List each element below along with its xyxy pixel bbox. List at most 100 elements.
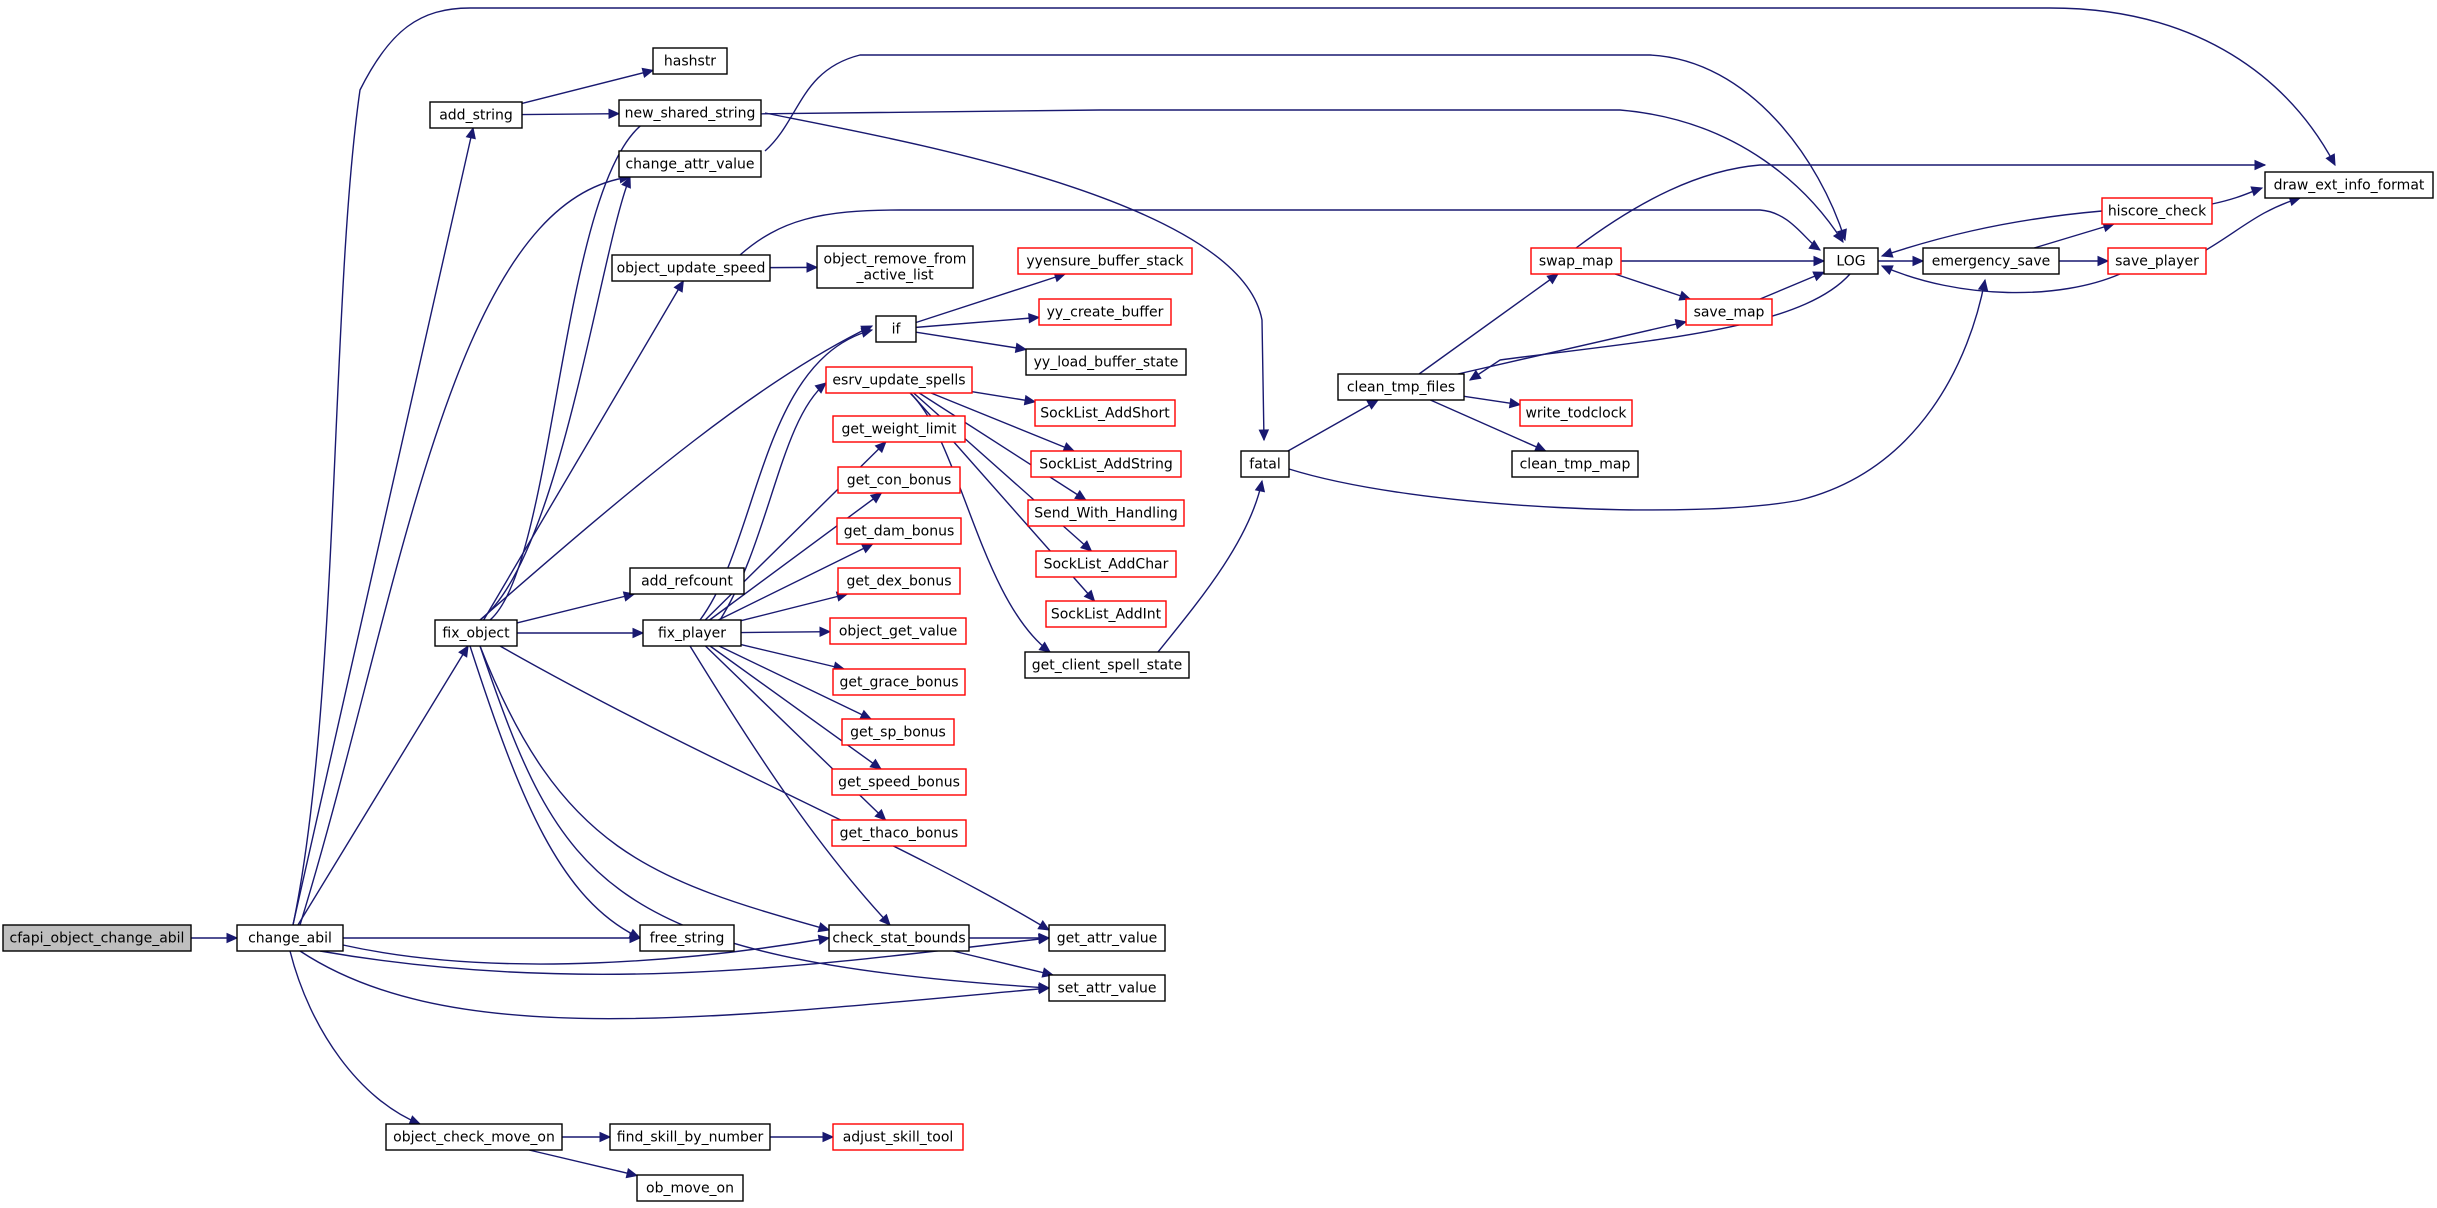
node-label: change_abil [248, 931, 332, 947]
node-clean-tmp-files[interactable]: clean_tmp_files [1337, 373, 1465, 401]
node-label: SockList_AddString [1039, 457, 1173, 473]
node-label: yyensure_buffer_stack [1026, 254, 1184, 270]
node-object-remove-from-active-list[interactable]: object_remove_from_active_list [816, 245, 974, 289]
node-label: esrv_update_spells [832, 373, 965, 389]
edge-save_player-to-LOG [1880, 265, 2121, 294]
node-change-abil[interactable]: change_abil [236, 924, 344, 952]
node-label: get_grace_bonus [839, 675, 958, 691]
node-swap-map[interactable]: swap_map [1530, 247, 1622, 275]
node-label: save_map [1694, 305, 1765, 321]
edge-esrv_update_spells-to-SockList_AddString [930, 392, 1076, 452]
node-esrv-update-spells[interactable]: esrv_update_spells [825, 366, 973, 394]
edge-fix_player-to-get_dex_bonus [740, 591, 849, 622]
node-get-con-bonus[interactable]: get_con_bonus [837, 466, 961, 494]
edge-object_update_speed-to-LOG [739, 209, 1822, 256]
edge-fix_object-to-change_attr_value [479, 175, 631, 621]
node-label: cfapi_object_change_abil [10, 931, 185, 947]
node-label: yy_load_buffer_state [1034, 355, 1179, 371]
node-get-speed-bonus[interactable]: get_speed_bonus [831, 768, 967, 796]
node-hashstr[interactable]: hashstr [652, 47, 728, 75]
node-clean-tmp-map[interactable]: clean_tmp_map [1511, 450, 1639, 478]
node-add-string[interactable]: add_string [429, 101, 523, 129]
node-yy-load-buffer-state[interactable]: yy_load_buffer_state [1025, 348, 1187, 376]
node-get-weight-limit[interactable]: get_weight_limit [832, 415, 966, 443]
edge-LOG-to-clean_tmp_files [1468, 273, 1851, 381]
node-label: SockList_AddChar [1044, 557, 1169, 573]
node-label: ob_move_on [646, 1181, 734, 1197]
node-save-map[interactable]: save_map [1685, 298, 1773, 326]
node-fatal[interactable]: fatal [1240, 450, 1290, 478]
node-label: save_player [2115, 254, 2199, 270]
edge-save_map-to-LOG [1759, 271, 1826, 300]
node-fix-player[interactable]: fix_player [642, 619, 742, 647]
node-write-todclock[interactable]: write_todclock [1519, 399, 1633, 427]
node-find-skill-by-number[interactable]: find_skill_by_number [609, 1123, 771, 1151]
node-label: LOG [1836, 254, 1865, 270]
edge-fix_player-to-get_grace_bonus [740, 643, 846, 672]
node-yy-create-buffer[interactable]: yy_create_buffer [1038, 298, 1172, 326]
edge-fix_object-to-fix_player [517, 627, 645, 639]
node-socklist-addchar[interactable]: SockList_AddChar [1035, 550, 1177, 578]
node-fix-object[interactable]: fix_object [434, 619, 518, 647]
node-get-thaco-bonus[interactable]: get_thaco_bonus [831, 819, 967, 847]
node-label: get_client_spell_state [1032, 658, 1182, 674]
node-label: adjust_skill_tool [843, 1130, 954, 1146]
node-send-with-handling[interactable]: Send_With_Handling [1027, 499, 1185, 527]
node-get-client-spell-state[interactable]: get_client_spell_state [1024, 651, 1190, 679]
node-label: find_skill_by_number [617, 1130, 764, 1146]
node-yyensure-buffer-stack[interactable]: yyensure_buffer_stack [1017, 247, 1193, 275]
node-draw-ext-info-format[interactable]: draw_ext_info_format [2264, 171, 2434, 199]
edge-fix_player-to-check_stat_bounds [689, 645, 891, 926]
edge-clean_tmp_files-to-write_todclock [1463, 395, 1522, 409]
node-label: fatal [1249, 457, 1280, 473]
node-new-shared-string[interactable]: new_shared_string [618, 99, 762, 127]
node-get-sp-bonus[interactable]: get_sp_bonus [841, 718, 955, 746]
edge-fix_player-to-object_get_value [740, 626, 832, 638]
node-save-player[interactable]: save_player [2107, 247, 2207, 275]
node-if[interactable]: if [875, 315, 917, 343]
node-label: new_shared_string [625, 106, 756, 122]
node-change-attr-value[interactable]: change_attr_value [618, 150, 762, 178]
edge-clean_tmp_files-to-swap_map [1418, 273, 1559, 375]
node-get-dam-bonus[interactable]: get_dam_bonus [836, 517, 962, 545]
edge-swap_map-to-draw_ext_info_format [1575, 159, 2267, 249]
edge-LOG-to-emergency_save [1878, 255, 1925, 267]
node-label: get_con_bonus [847, 473, 952, 489]
edge-change_abil-to-object_check_move_on [289, 950, 422, 1125]
node-socklist-addshort[interactable]: SockList_AddShort [1034, 399, 1176, 427]
edge-fix_object-to-get_attr_value [499, 645, 1051, 931]
node-adjust-skill-tool[interactable]: adjust_skill_tool [832, 1123, 964, 1151]
node-label: get_thaco_bonus [840, 826, 959, 842]
node-socklist-addint[interactable]: SockList_AddInt [1045, 600, 1167, 628]
edge-object_update_speed-to-object_remove_from_active_list [769, 262, 819, 273]
node-emergency-save[interactable]: emergency_save [1922, 247, 2060, 275]
node-check-stat-bounds[interactable]: check_stat_bounds [828, 924, 970, 952]
node-label: SockList_AddInt [1051, 607, 1162, 623]
node-label: get_dex_bonus [846, 574, 951, 590]
edge-object_check_move_on-to-find_skill_by_number [562, 1131, 612, 1143]
node-get-grace-bonus[interactable]: get_grace_bonus [832, 668, 966, 696]
edge-clean_tmp_files-to-clean_tmp_map [1430, 399, 1547, 452]
edge-change_abil-to-add_string [292, 126, 476, 926]
node-set-attr-value[interactable]: set_attr_value [1048, 974, 1166, 1002]
node-object-update-speed[interactable]: object_update_speed [611, 254, 771, 282]
node-object-check-move-on[interactable]: object_check_move_on [385, 1123, 563, 1151]
node-free-string[interactable]: free_string [639, 924, 735, 952]
node-ob-move-on[interactable]: ob_move_on [636, 1174, 744, 1202]
node-label: _active_list [855, 268, 934, 284]
edge-if-to-yy_create_buffer [915, 312, 1041, 329]
edge-hiscore_check-to-draw_ext_info_format [2211, 186, 2264, 205]
node-get-attr-value[interactable]: get_attr_value [1048, 924, 1166, 952]
node-label: get_weight_limit [842, 422, 957, 438]
node-add-refcount[interactable]: add_refcount [629, 567, 745, 595]
node-cfapi-object-change-abil[interactable]: cfapi_object_change_abil [2, 924, 192, 952]
node-log[interactable]: LOG [1823, 247, 1879, 275]
nodes-layer: cfapi_object_change_abil change_abil add_s… [2, 47, 2434, 1202]
node-get-dex-bonus[interactable]: get_dex_bonus [837, 567, 961, 595]
edge-find_skill_by_number-to-adjust_skill_tool [770, 1131, 835, 1143]
edge-save_player-to-draw_ext_info_format [2205, 195, 2302, 251]
node-socklist-addstring[interactable]: SockList_AddString [1030, 450, 1182, 478]
node-hiscore-check[interactable]: hiscore_check [2101, 197, 2213, 225]
node-object-get-value[interactable]: object_get_value [829, 617, 967, 645]
